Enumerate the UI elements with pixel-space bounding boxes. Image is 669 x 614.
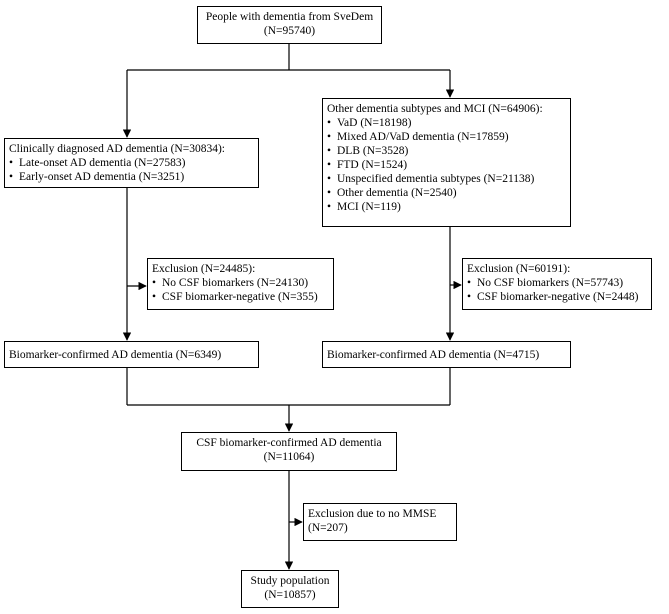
left-exclusion-item: CSF biomarker-negative (N=355) xyxy=(152,290,329,304)
study-title: Study population xyxy=(250,575,330,587)
left-exclusion-title: Exclusion (N=24485): xyxy=(152,263,256,275)
mmse-exclusion-box: Exclusion due to no MMSE (N=207) xyxy=(303,503,457,541)
left-branch-title: Clinically diagnosed AD dementia (N=3083… xyxy=(9,143,226,155)
sveden-source-box: People with dementia from SveDem (N=9574… xyxy=(197,6,382,44)
right-exclusion-box: Exclusion (N=60191): No CSF biomarkers (… xyxy=(462,258,652,310)
left-confirmed-label: Biomarker-confirmed AD dementia (N=6349) xyxy=(9,349,222,361)
merged-title: CSF biomarker-confirmed AD dementia xyxy=(196,437,382,449)
right-branch-item: VaD (N=18198) xyxy=(327,116,566,130)
right-branch-title: Other dementia subtypes and MCI (N=64906… xyxy=(327,103,543,115)
left-branch-box: Clinically diagnosed AD dementia (N=3083… xyxy=(4,138,259,188)
right-branch-item: FTD (N=1524) xyxy=(327,158,566,172)
right-branch-item: Other dementia (N=2540) xyxy=(327,186,566,200)
right-exclusion-title: Exclusion (N=60191): xyxy=(467,263,571,275)
mmse-exclusion-title: Exclusion due to no MMSE xyxy=(308,508,437,520)
right-branch-item: Mixed AD/VaD dementia (N=17859) xyxy=(327,130,566,144)
right-confirmed-label: Biomarker-confirmed AD dementia (N=4715) xyxy=(327,349,540,361)
source-title: People with dementia from SveDem xyxy=(205,11,374,23)
right-exclusion-item: No CSF biomarkers (N=57743) xyxy=(467,276,647,290)
left-exclusion-box: Exclusion (N=24485): No CSF biomarkers (… xyxy=(147,258,334,310)
merged-count: (N=11064) xyxy=(263,451,315,463)
study-count: (N=10857) xyxy=(264,589,316,601)
right-confirmed-box: Biomarker-confirmed AD dementia (N=4715) xyxy=(322,341,571,368)
study-population-box: Study population (N=10857) xyxy=(241,570,339,608)
right-branch-box: Other dementia subtypes and MCI (N=64906… xyxy=(322,98,571,227)
right-branch-item: MCI (N=119) xyxy=(327,200,566,214)
mmse-exclusion-count: (N=207) xyxy=(308,522,348,534)
left-branch-item: Late-onset AD dementia (N=27583) xyxy=(9,156,254,170)
source-count: (N=95740) xyxy=(263,25,316,37)
left-confirmed-box: Biomarker-confirmed AD dementia (N=6349) xyxy=(4,341,259,368)
right-exclusion-item: CSF biomarker-negative (N=2448) xyxy=(467,290,647,304)
right-branch-item: Unspecified dementia subtypes (N=21138) xyxy=(327,172,566,186)
right-branch-item: DLB (N=3528) xyxy=(327,144,566,158)
left-exclusion-item: No CSF biomarkers (N=24130) xyxy=(152,276,329,290)
merged-box: CSF biomarker-confirmed AD dementia (N=1… xyxy=(181,432,397,471)
left-branch-item: Early-onset AD dementia (N=3251) xyxy=(9,170,254,184)
